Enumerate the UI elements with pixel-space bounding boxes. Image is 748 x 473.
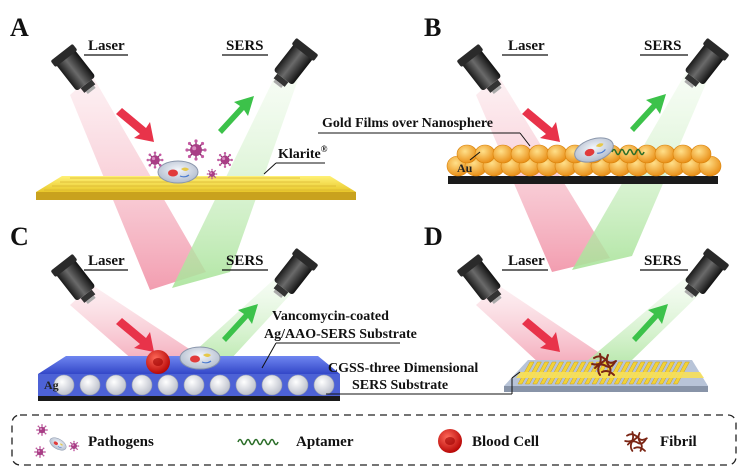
gold-bead [528,144,550,164]
pathogens-icon [47,434,69,454]
ag-sphere [157,374,179,396]
panel-a: A Laser SERS Klarite® [10,13,356,290]
legend-item-fibril: Fibril [624,431,697,452]
aptamer-icon [611,148,645,156]
ag-sphere [209,374,231,396]
klarite-substrate [36,176,356,192]
gold-films-label: Gold Films over Nanosphere [322,116,493,131]
ag-sphere [261,374,283,396]
bacterium-icon [179,346,221,370]
legend-item-aptamer: Aptamer [237,434,354,450]
sers-arrow-icon [222,304,258,342]
legend-label: Pathogens [88,434,154,450]
sers-beam [574,272,710,372]
pathogens-icon [33,445,47,459]
sers-arrow-icon [218,96,254,134]
sers-label: SERS [644,38,682,54]
panel-c: C Laser SERS Ag Vancomycin-coated Ag/AAO… [10,222,417,401]
ag-sphere [183,374,205,396]
aptamer-icon [237,438,279,446]
legend-item-blood-cell: Blood Cell [438,429,539,453]
sers-label: SERS [644,253,682,269]
ag-sphere [131,374,153,396]
gold-bead [546,144,568,164]
virus-icon [184,138,208,162]
sers-beam [172,62,300,288]
gold-bead [654,144,676,164]
ag-sphere [235,374,257,396]
sers-arrow-icon [632,304,668,342]
panel-letter-d: D [424,222,443,251]
vancomycin-label-line2: Ag/AAO-SERS Substrate [264,327,417,342]
laser-arrow-icon [116,108,154,142]
bacterium-icon [157,160,199,184]
gold-bead [636,144,658,164]
metal-label-ag: Ag [44,378,59,392]
panel-b: B Laser SERS Au Gold Films over Nanosphe… [318,13,730,272]
fibril-icon [624,431,648,452]
laser-beam [70,285,206,375]
panel-letter-b: B [424,13,441,42]
legend-item-pathogens: Pathogens [33,423,154,459]
pathogens-icon [68,440,80,452]
legend-label: Blood Cell [472,434,539,450]
vancomycin-label-line1: Vancomycin-coated [272,309,389,324]
legend-label: Fibril [660,434,697,450]
laser-label: Laser [508,253,545,269]
laser-label: Laser [88,253,125,269]
legend: Pathogens Aptamer Blood Cell Fibril [11,414,737,466]
laser-arrow-icon [522,318,560,352]
panel-letter-c: C [10,222,29,251]
ag-sphere [105,374,127,396]
gold-bead [690,144,712,164]
metal-label-au: Au [457,161,473,175]
laser-label: Laser [88,38,125,54]
sers-arrow-icon [630,94,666,132]
ag-sphere [53,374,75,396]
sers-label: SERS [226,38,264,54]
laser-arrow-icon [522,108,560,142]
ag-sphere [287,374,309,396]
gold-bead [492,144,514,164]
panel-d: D Laser SERS CGSS-three Dimensional SERS… [326,222,730,395]
gold-bead [618,144,640,164]
gold-bead [510,144,532,164]
panel-letter-a: A [10,13,29,42]
pathogens-icon [35,423,49,437]
gold-bead [672,144,694,164]
laser-beam [476,285,610,375]
legend-box [11,414,737,466]
klarite-label: Klarite® [278,144,328,162]
legend-label: Aptamer [296,434,354,450]
ag-sphere [313,374,335,396]
sers-label: SERS [226,253,264,269]
cgss-label-line1: CGSS-three Dimensional [328,361,478,376]
virus-icon [216,151,234,169]
virus-icon [206,168,218,180]
cgss-label-line2: SERS Substrate [352,378,448,393]
laser-arrow-icon [116,318,154,352]
virus-icon [146,151,164,169]
laser-label: Laser [508,38,545,54]
ag-sphere [79,374,101,396]
